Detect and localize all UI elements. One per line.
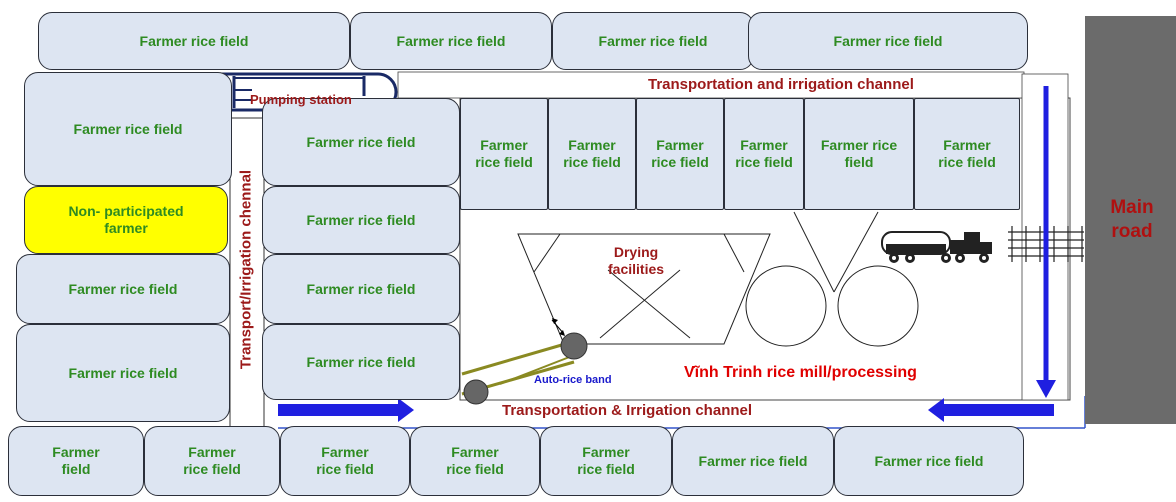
rice-field-top-3: Farmer rice field — [552, 12, 754, 70]
rice-field-bottom-7: Farmer rice field — [834, 426, 1024, 496]
rice-field-mid-3: Farmer rice field — [262, 254, 460, 324]
rice-field-top-4: Farmer rice field — [748, 12, 1028, 70]
vertical-channel — [229, 117, 265, 429]
rice-field-left-1: Farmer rice field — [24, 72, 232, 186]
bottom-channel-label: Transportation & Irrigation channel — [502, 402, 753, 419]
rice-field-top-2: Farmer rice field — [350, 12, 552, 70]
arrow-down-icon — [1036, 86, 1056, 398]
top-channel-strip — [397, 71, 1025, 99]
truck-icon — [881, 231, 992, 263]
drying-facilities-label: Drying facilities — [608, 244, 665, 277]
rice-field-left-2: Farmer rice field — [16, 254, 230, 324]
rice-field-mid-4: Farmer rice field — [262, 324, 460, 400]
top-channel-label: Transportation and irrigation channel — [648, 76, 914, 93]
mill-label: Vĩnh Trinh rice mill/processing — [684, 364, 917, 381]
arrow-right-icon — [278, 398, 414, 422]
arrow-left-icon — [928, 398, 1054, 422]
rice-field-top-1: Farmer rice field — [38, 12, 350, 70]
rice-field-left-3: Farmer rice field — [16, 324, 230, 422]
rice-field-bottom-6: Farmer rice field — [672, 426, 834, 496]
rice-field-mid-2: Farmer rice field — [262, 186, 460, 254]
auto-rice-band-label: Auto-rice band — [534, 374, 612, 386]
main-road-label: Main road — [1110, 197, 1154, 242]
vertical-channel-label: Transport/Irrigation chennal — [237, 169, 255, 370]
pumping-station-label: Pumping station — [250, 92, 352, 107]
band-roller — [560, 332, 588, 360]
band-roller — [463, 379, 489, 405]
rice-field-mid-1: Farmer rice field — [262, 98, 460, 186]
main-road — [1085, 16, 1176, 424]
drying-facility — [517, 233, 771, 345]
